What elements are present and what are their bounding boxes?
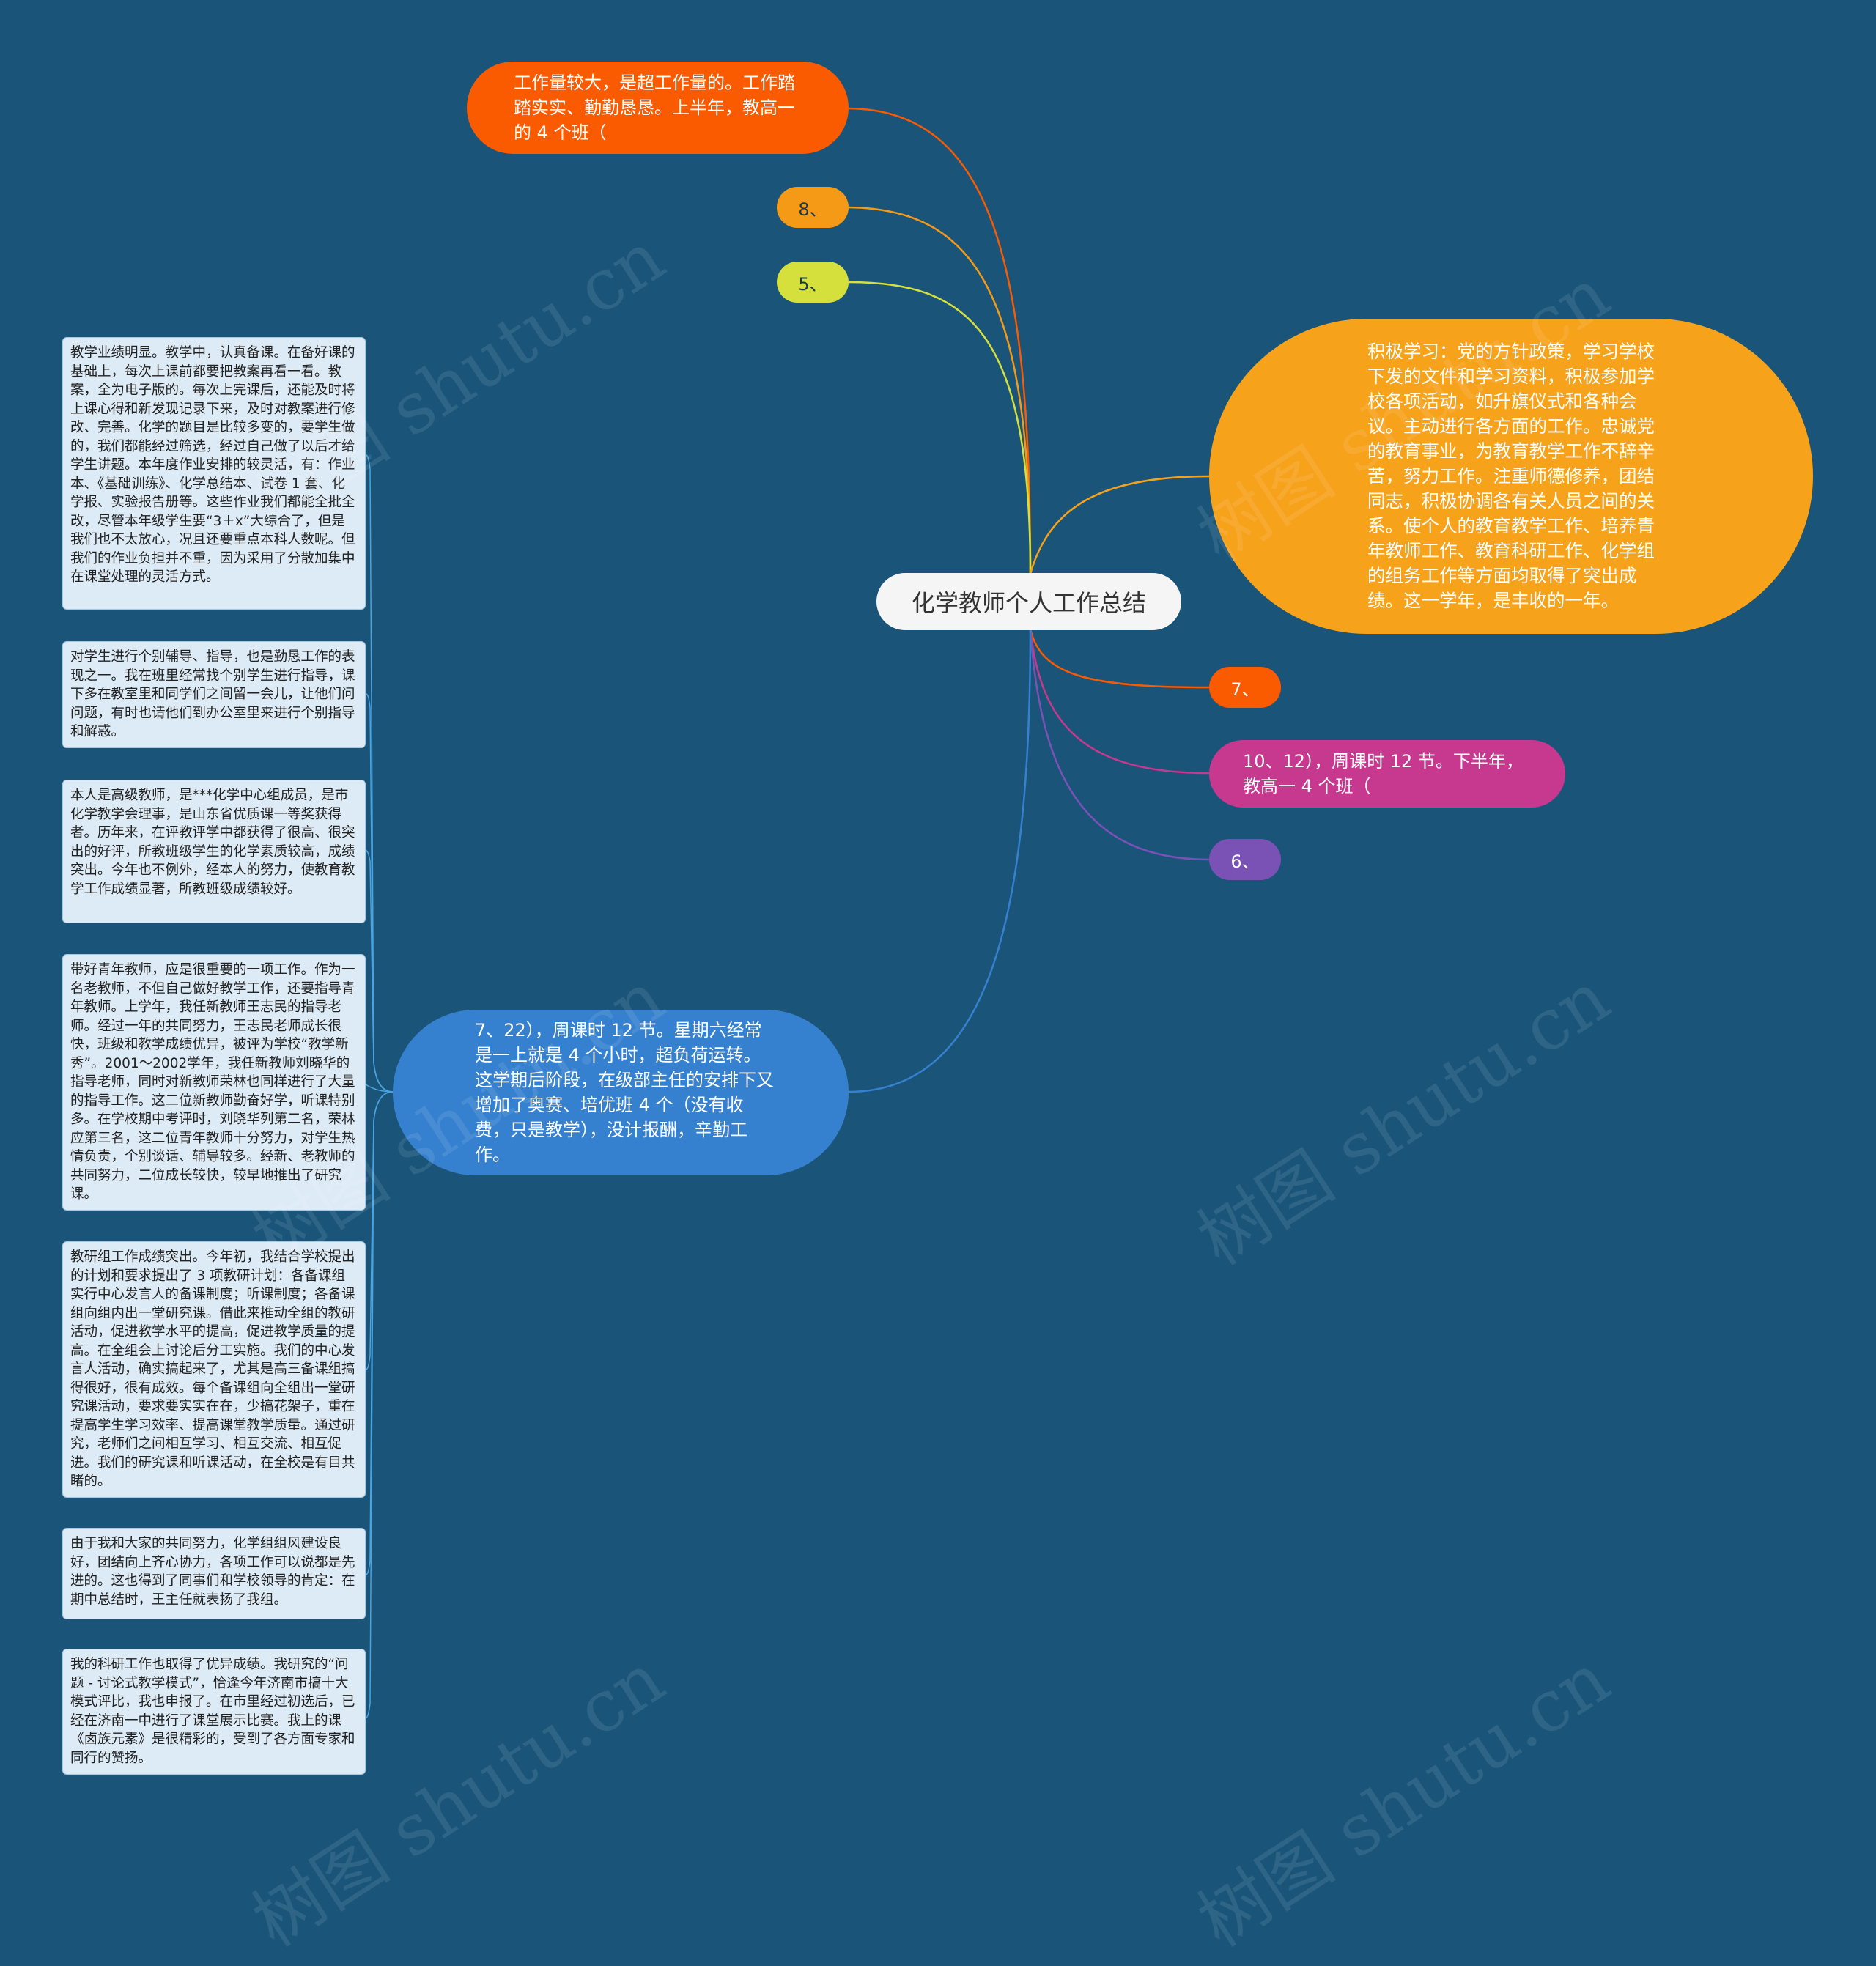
link-num7	[1029, 628, 1210, 689]
detail-card[interactable]: 对学生进行个别辅导、指导，也是勤恳工作的表现之一。我在班里经常找个别学生进行指导…	[62, 641, 366, 748]
branch-hours-label: 7、22），周课时 12 节。星期六经常是一上就是 4 个小时，超负荷运转。这学…	[475, 1020, 774, 1165]
link-detail-4	[365, 1084, 394, 1093]
link-detail-5	[365, 1091, 394, 1371]
branch-num6-label: 6、	[1230, 851, 1260, 872]
detail-card-text: 教学业绩明显。教学中，认真备课。在备好课的基础上，每次上课前都要把教案再看一看。…	[70, 345, 355, 585]
branch-second-half-label: 10、12），周课时 12 节。下半年，教高一 4 个班（	[1243, 751, 1524, 797]
central-topic-label: 化学教师个人工作总结	[911, 589, 1146, 617]
detail-card[interactable]: 由于我和大家的共同努力，化学组组风建设良好，团结向上齐心协力，各项工作可以说都是…	[62, 1528, 366, 1619]
detail-card[interactable]: 教研组工作成绩突出。今年初，我结合学校提出的计划和要求提出了 3 项教研计划：各…	[62, 1241, 366, 1498]
central-topic[interactable]: 化学教师个人工作总结	[876, 573, 1181, 630]
branch-workload[interactable]: 工作量较大，是超工作量的。工作踏踏实实、勤勤恳恳。上半年，教高一的 4 个班（	[467, 62, 849, 154]
link-detail-1	[365, 454, 394, 1093]
link-detail-2	[365, 692, 394, 1093]
branch-study[interactable]: 积极学习：党的方针政策，学习学校下发的文件和学习资料，积极参加学校各项活动，如升…	[1209, 319, 1813, 634]
branch-workload-label: 工作量较大，是超工作量的。工作踏踏实实、勤勤恳恳。上半年，教高一的 4 个班（	[514, 73, 795, 143]
detail-card[interactable]: 我的科研工作也取得了优异成绩。我研究的“问题 - 讨论式教学模式”，恰逢今年济南…	[62, 1649, 366, 1775]
detail-card[interactable]: 教学业绩明显。教学中，认真备课。在备好课的基础上，每次上课前都要把教案再看一看。…	[62, 337, 366, 610]
branch-study-label: 积极学习：党的方针政策，学习学校下发的文件和学习资料，积极参加学校各项活动，如升…	[1367, 341, 1655, 611]
detail-card[interactable]: 带好青年教师，应是很重要的一项工作。作为一名老教师，不但自己做好教学工作，还要指…	[62, 954, 366, 1211]
detail-card-text: 对学生进行个别辅导、指导，也是勤恳工作的表现之一。我在班里经常找个别学生进行指导…	[70, 649, 355, 739]
link-detail-7	[365, 1091, 394, 1719]
branch-second-half[interactable]: 10、12），周课时 12 节。下半年，教高一 4 个班（	[1209, 740, 1565, 808]
connector-lines	[365, 107, 1210, 1719]
branch-num7-label: 7、	[1230, 679, 1260, 700]
branch-hours[interactable]: 7、22），周课时 12 节。星期六经常是一上就是 4 个小时，超负荷运转。这学…	[393, 1010, 849, 1175]
detail-card-text: 教研组工作成绩突出。今年初，我结合学校提出的计划和要求提出了 3 项教研计划：各…	[70, 1249, 355, 1489]
detail-card-text: 由于我和大家的共同努力，化学组组风建设良好，团结向上齐心协力，各项工作可以说都是…	[70, 1536, 355, 1608]
detail-card[interactable]: 本人是高级教师，是***化学中心组成员，是市化学教学会理事，是山东省优质课一等奖…	[62, 780, 366, 923]
link-num6	[1029, 628, 1210, 861]
branch-num7[interactable]: 7、	[1209, 667, 1281, 708]
branch-num6[interactable]: 6、	[1209, 839, 1281, 880]
link-detail-3	[365, 849, 394, 1093]
branch-num8-label: 8、	[798, 199, 827, 220]
detail-card-text: 带好青年教师，应是很重要的一项工作。作为一名老教师，不但自己做好教学工作，还要指…	[70, 962, 355, 1202]
detail-card-text: 我的科研工作也取得了优异成绩。我研究的“问题 - 讨论式教学模式”，恰逢今年济南…	[70, 1657, 355, 1766]
link-workload	[848, 107, 1032, 574]
link-second-half	[1029, 628, 1210, 775]
branch-num8[interactable]: 8、	[777, 187, 849, 228]
branch-num5[interactable]: 5、	[777, 262, 849, 303]
link-hours	[848, 628, 1032, 1093]
link-detail-6	[365, 1091, 394, 1576]
link-num8	[848, 206, 1032, 574]
detail-card-text: 本人是高级教师，是***化学中心组成员，是市化学教学会理事，是山东省优质课一等奖…	[70, 788, 355, 897]
link-num5	[848, 281, 1032, 574]
branch-num5-label: 5、	[798, 273, 827, 295]
mind-map-canvas: 化学教师个人工作总结 工作量较大，是超工作量的。工作踏踏实实、勤勤恳恳。上半年，…	[62, 62, 1813, 1962]
link-study	[1029, 475, 1210, 574]
